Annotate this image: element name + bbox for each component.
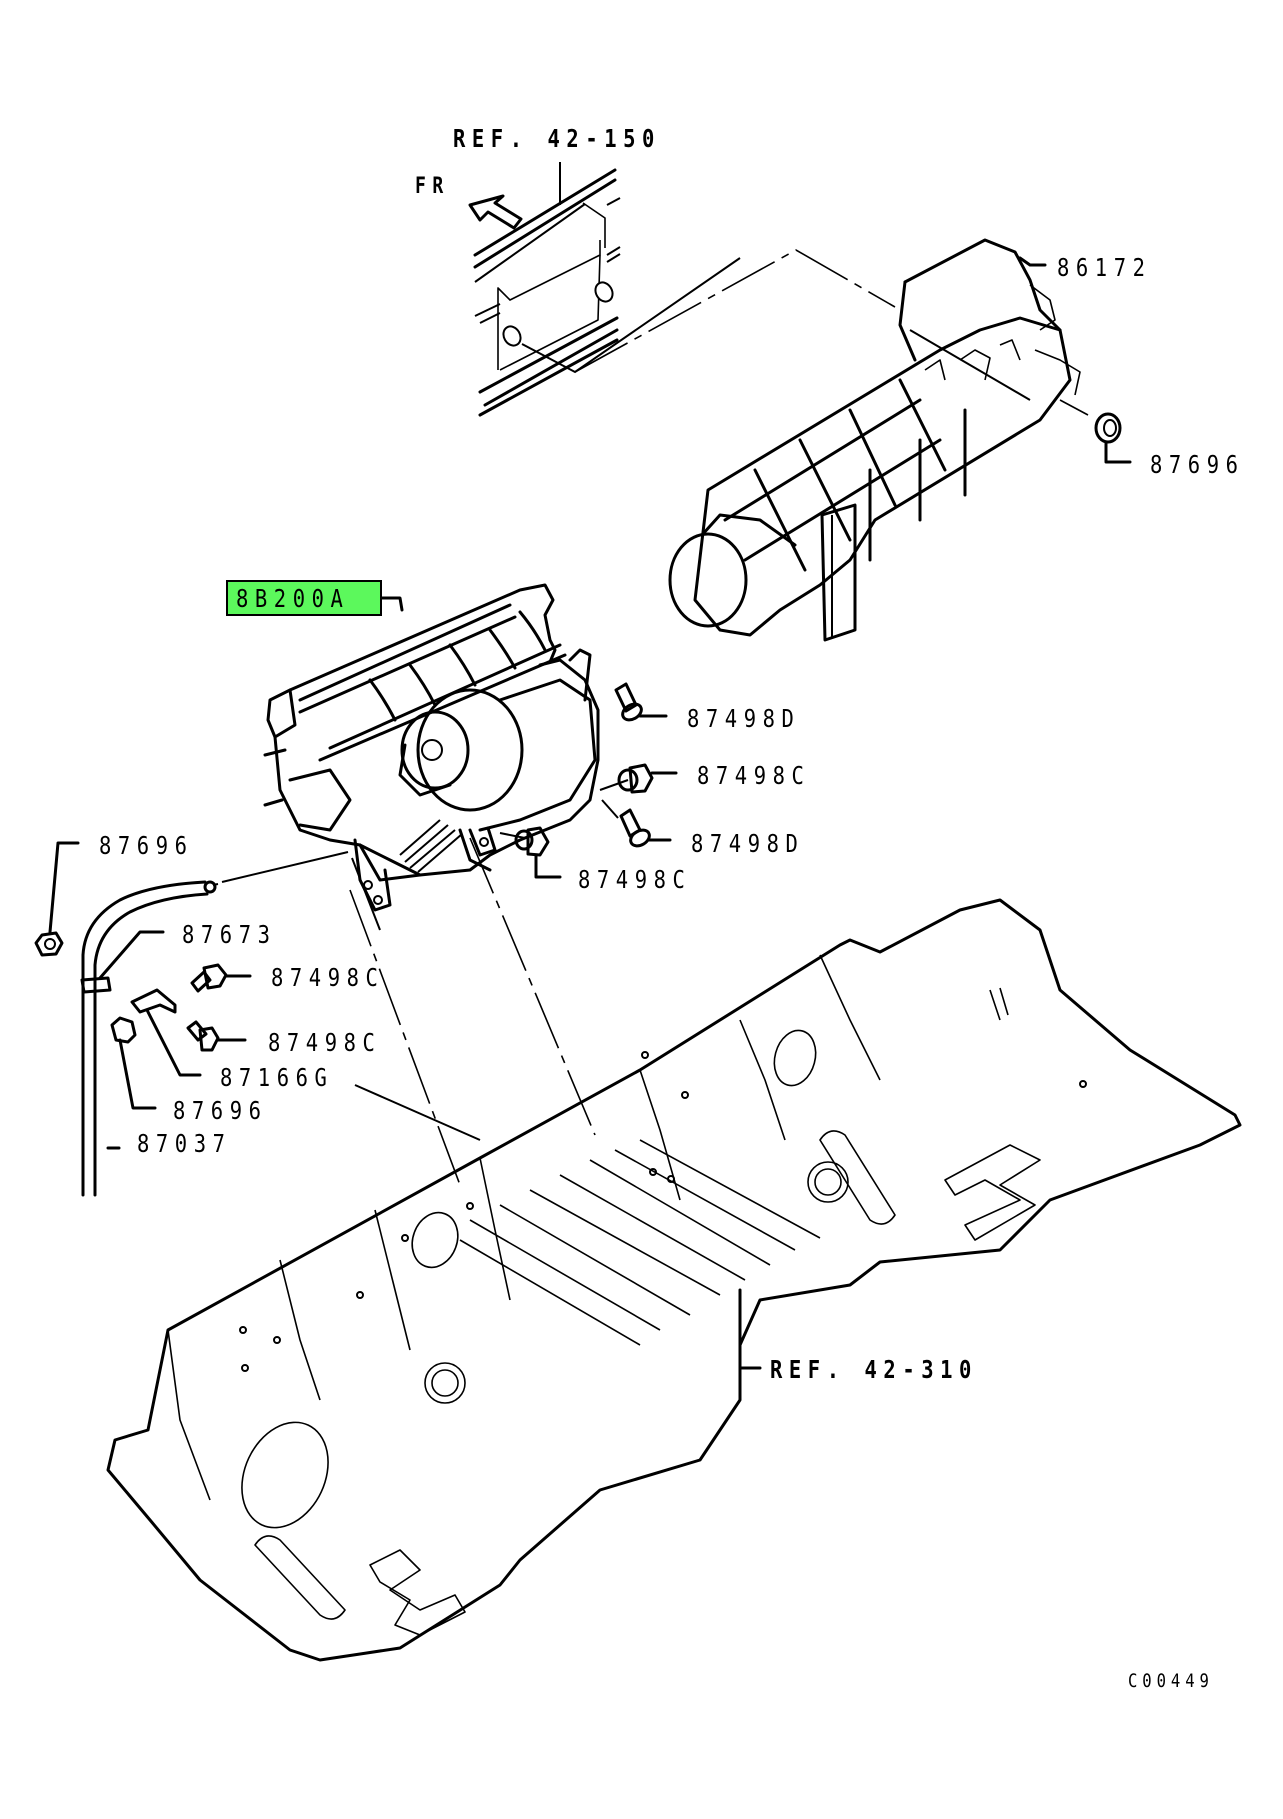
part-87166g-label[interactable]: 87166G	[220, 1063, 334, 1092]
drawing-code: C00449	[1128, 1670, 1214, 1692]
part-87696-right-label[interactable]: 87696	[1150, 450, 1245, 479]
nut-87696-right-drawing	[1094, 412, 1132, 464]
bracket-87166g-drawing	[130, 988, 202, 1077]
clamp-87673-drawing	[98, 930, 165, 980]
drain-hose-87037-drawing	[80, 851, 349, 1197]
bolt-87498c-left-a-drawing	[190, 963, 252, 993]
body-crossmember-ref-42-150	[473, 162, 741, 417]
part-86172-label[interactable]: 86172	[1057, 253, 1152, 282]
ref-42-310-label[interactable]: REF. 42-310	[770, 1355, 978, 1384]
leader-87166g-to-floor	[354, 1084, 481, 1141]
part-87696-left-bottom-label[interactable]: 87696	[173, 1096, 268, 1125]
leader-ref-42-310	[738, 1288, 762, 1370]
part-87498d-lower-label[interactable]: 87498D	[691, 829, 805, 858]
floor-panel-ref-42-310-drawing	[106, 898, 1242, 1662]
heater-unit-86200a-drawing	[263, 583, 600, 912]
bolt-87498d-upper-drawing	[614, 682, 668, 722]
part-87696-left-top-label[interactable]: 87696	[99, 831, 194, 860]
part-87498d-upper-label[interactable]: 87498D	[687, 704, 801, 733]
ref-42-150-label[interactable]: REF. 42-150	[453, 124, 661, 153]
part-87498c-upper-label[interactable]: 87498C	[697, 761, 811, 790]
part-86200a-number: 8B200A	[236, 584, 350, 613]
nut-87696-left-top-drawing	[34, 841, 80, 957]
front-direction-label: FR	[415, 174, 450, 199]
duct-unit-86172-drawing	[668, 238, 1089, 642]
part-86200a-highlight-label[interactable]: 8B200A	[226, 580, 383, 616]
bolt-87498d-lower-drawing	[619, 808, 672, 848]
bolt-87498c-lower-drawing	[514, 826, 562, 879]
part-87498c-lower-label[interactable]: 87498C	[578, 865, 692, 894]
bolt-87498c-upper-drawing	[617, 763, 678, 794]
part-87673-label[interactable]: 87673	[182, 920, 277, 949]
part-87498c-left-b-label[interactable]: 87498C	[268, 1028, 382, 1057]
part-87498c-left-a-label[interactable]: 87498C	[271, 963, 385, 992]
part-87037-label[interactable]: 87037	[137, 1129, 232, 1158]
leader-86172	[1018, 256, 1047, 267]
leader-87498c-to-floor	[351, 857, 381, 931]
front-direction-arrow-icon	[468, 194, 523, 230]
nut-87696-left-bottom-drawing	[110, 1016, 157, 1110]
bolt-87498c-left-b-drawing	[186, 1020, 247, 1052]
